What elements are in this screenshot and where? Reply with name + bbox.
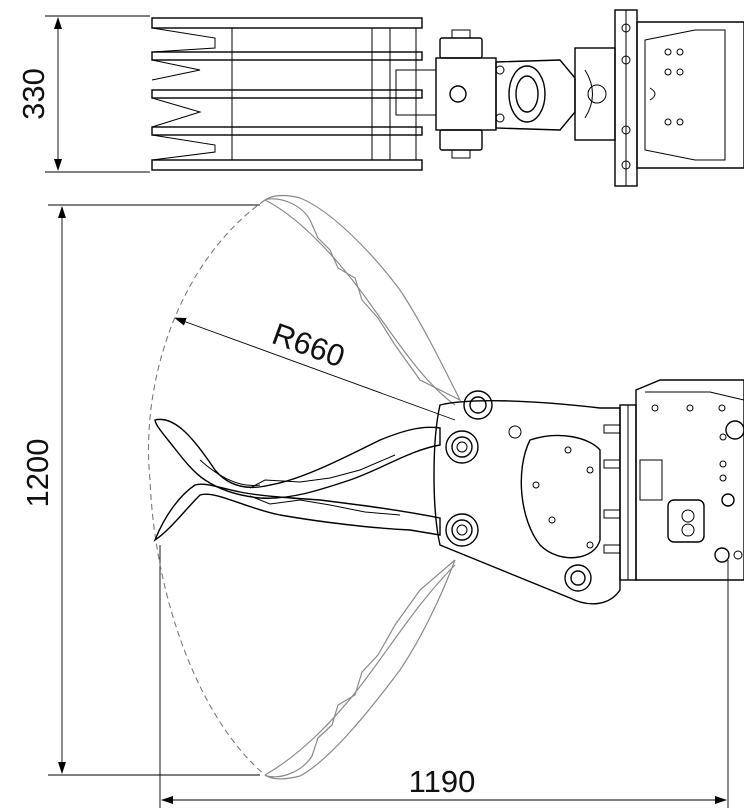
body-hole [508, 425, 522, 439]
tine-wedge-2 [151, 59, 201, 81]
housing-bolt [664, 118, 672, 126]
flange-bolt [621, 160, 631, 170]
housing-bolt [651, 404, 659, 412]
housing-port [721, 493, 735, 507]
housing-port-top [725, 420, 744, 440]
motor-fitting [667, 499, 705, 543]
motor-fitting-port [681, 509, 695, 523]
cover-bolt [586, 541, 594, 549]
frame-plate-bottom [151, 159, 423, 171]
open-jaw-lower [264, 559, 456, 780]
housing-bolt [719, 460, 727, 468]
flange-bolt [603, 424, 621, 434]
open-jaw-upper [264, 194, 462, 402]
pin-block-top [439, 37, 483, 59]
housing-bolt [664, 68, 672, 76]
flange-bolt [621, 125, 631, 135]
bolt [495, 65, 505, 75]
pin-small-top-view [449, 85, 467, 103]
closed-jaw-upper [154, 418, 441, 499]
flange-bolt [621, 23, 631, 33]
cover-plate [520, 434, 601, 559]
jaw-tooth-edge-2 [249, 495, 401, 516]
flange-bolt [621, 55, 631, 65]
cover-bolt [586, 466, 594, 474]
housing-bolt [733, 550, 743, 560]
housing-bolt [686, 404, 694, 412]
rotator-housing-side [635, 379, 744, 581]
cover-bolt [548, 516, 556, 524]
flange-bolt [603, 509, 621, 519]
tine-wedge-3 [151, 134, 216, 161]
motor-fitting-port [681, 523, 695, 537]
frame-plate-2 [151, 51, 423, 61]
pivot-pin-top [463, 390, 493, 420]
housing-bolt [719, 474, 727, 482]
jaw-tooth-edge [249, 454, 396, 489]
pin-cap-bottom [451, 149, 471, 159]
dim-label-1190: 1190 [409, 764, 476, 799]
rotator-port [587, 84, 607, 104]
frame-plate-4 [151, 126, 423, 136]
pivot-pin-bottom [564, 564, 592, 592]
top-view [45, 9, 744, 187]
cylinder-rod [515, 75, 539, 113]
flange-bolt [603, 459, 621, 469]
frame-plate-top [151, 17, 423, 29]
dim-label-330: 330 [16, 68, 51, 120]
pivot-pin-lower [445, 513, 479, 547]
main-body [433, 400, 621, 605]
dim-label-1200: 1200 [20, 439, 55, 508]
flange-bolt [603, 544, 621, 554]
open-jaw-upper-inner [264, 199, 456, 406]
housing-bolt [718, 404, 726, 412]
motor-housing [636, 21, 744, 169]
bolt [495, 113, 505, 123]
pivot-pin-upper [445, 430, 479, 464]
dim-label-radius: R660 [268, 316, 350, 374]
hydraulic-port [639, 459, 663, 501]
pin-cap-top [451, 29, 471, 39]
closed-jaw-lower [153, 483, 441, 542]
pin-block-bottom [439, 129, 483, 151]
cover-bolt [564, 446, 572, 454]
tine-wedge-1 [151, 27, 216, 53]
housing-port-bottom [714, 547, 730, 563]
tine-wedge-4 [151, 97, 202, 128]
housing-bolt [676, 68, 684, 76]
housing-bolt [719, 433, 727, 441]
housing-bolt [676, 118, 684, 126]
frame-plate-3 [151, 89, 423, 99]
motor-plate [644, 29, 726, 161]
rotator-base [574, 47, 616, 141]
swing-arc [147, 199, 266, 776]
radius-line [174, 317, 456, 421]
rotator-curve [584, 69, 593, 119]
housing-bolt [676, 48, 684, 56]
housing-top-line [645, 391, 744, 401]
housing-bolt [664, 48, 672, 56]
open-jaw-lower-inner [264, 564, 456, 776]
side-view [48, 194, 744, 808]
cover-bolt [532, 481, 540, 489]
housing-detail [649, 87, 656, 101]
cylinder-end [508, 65, 546, 123]
